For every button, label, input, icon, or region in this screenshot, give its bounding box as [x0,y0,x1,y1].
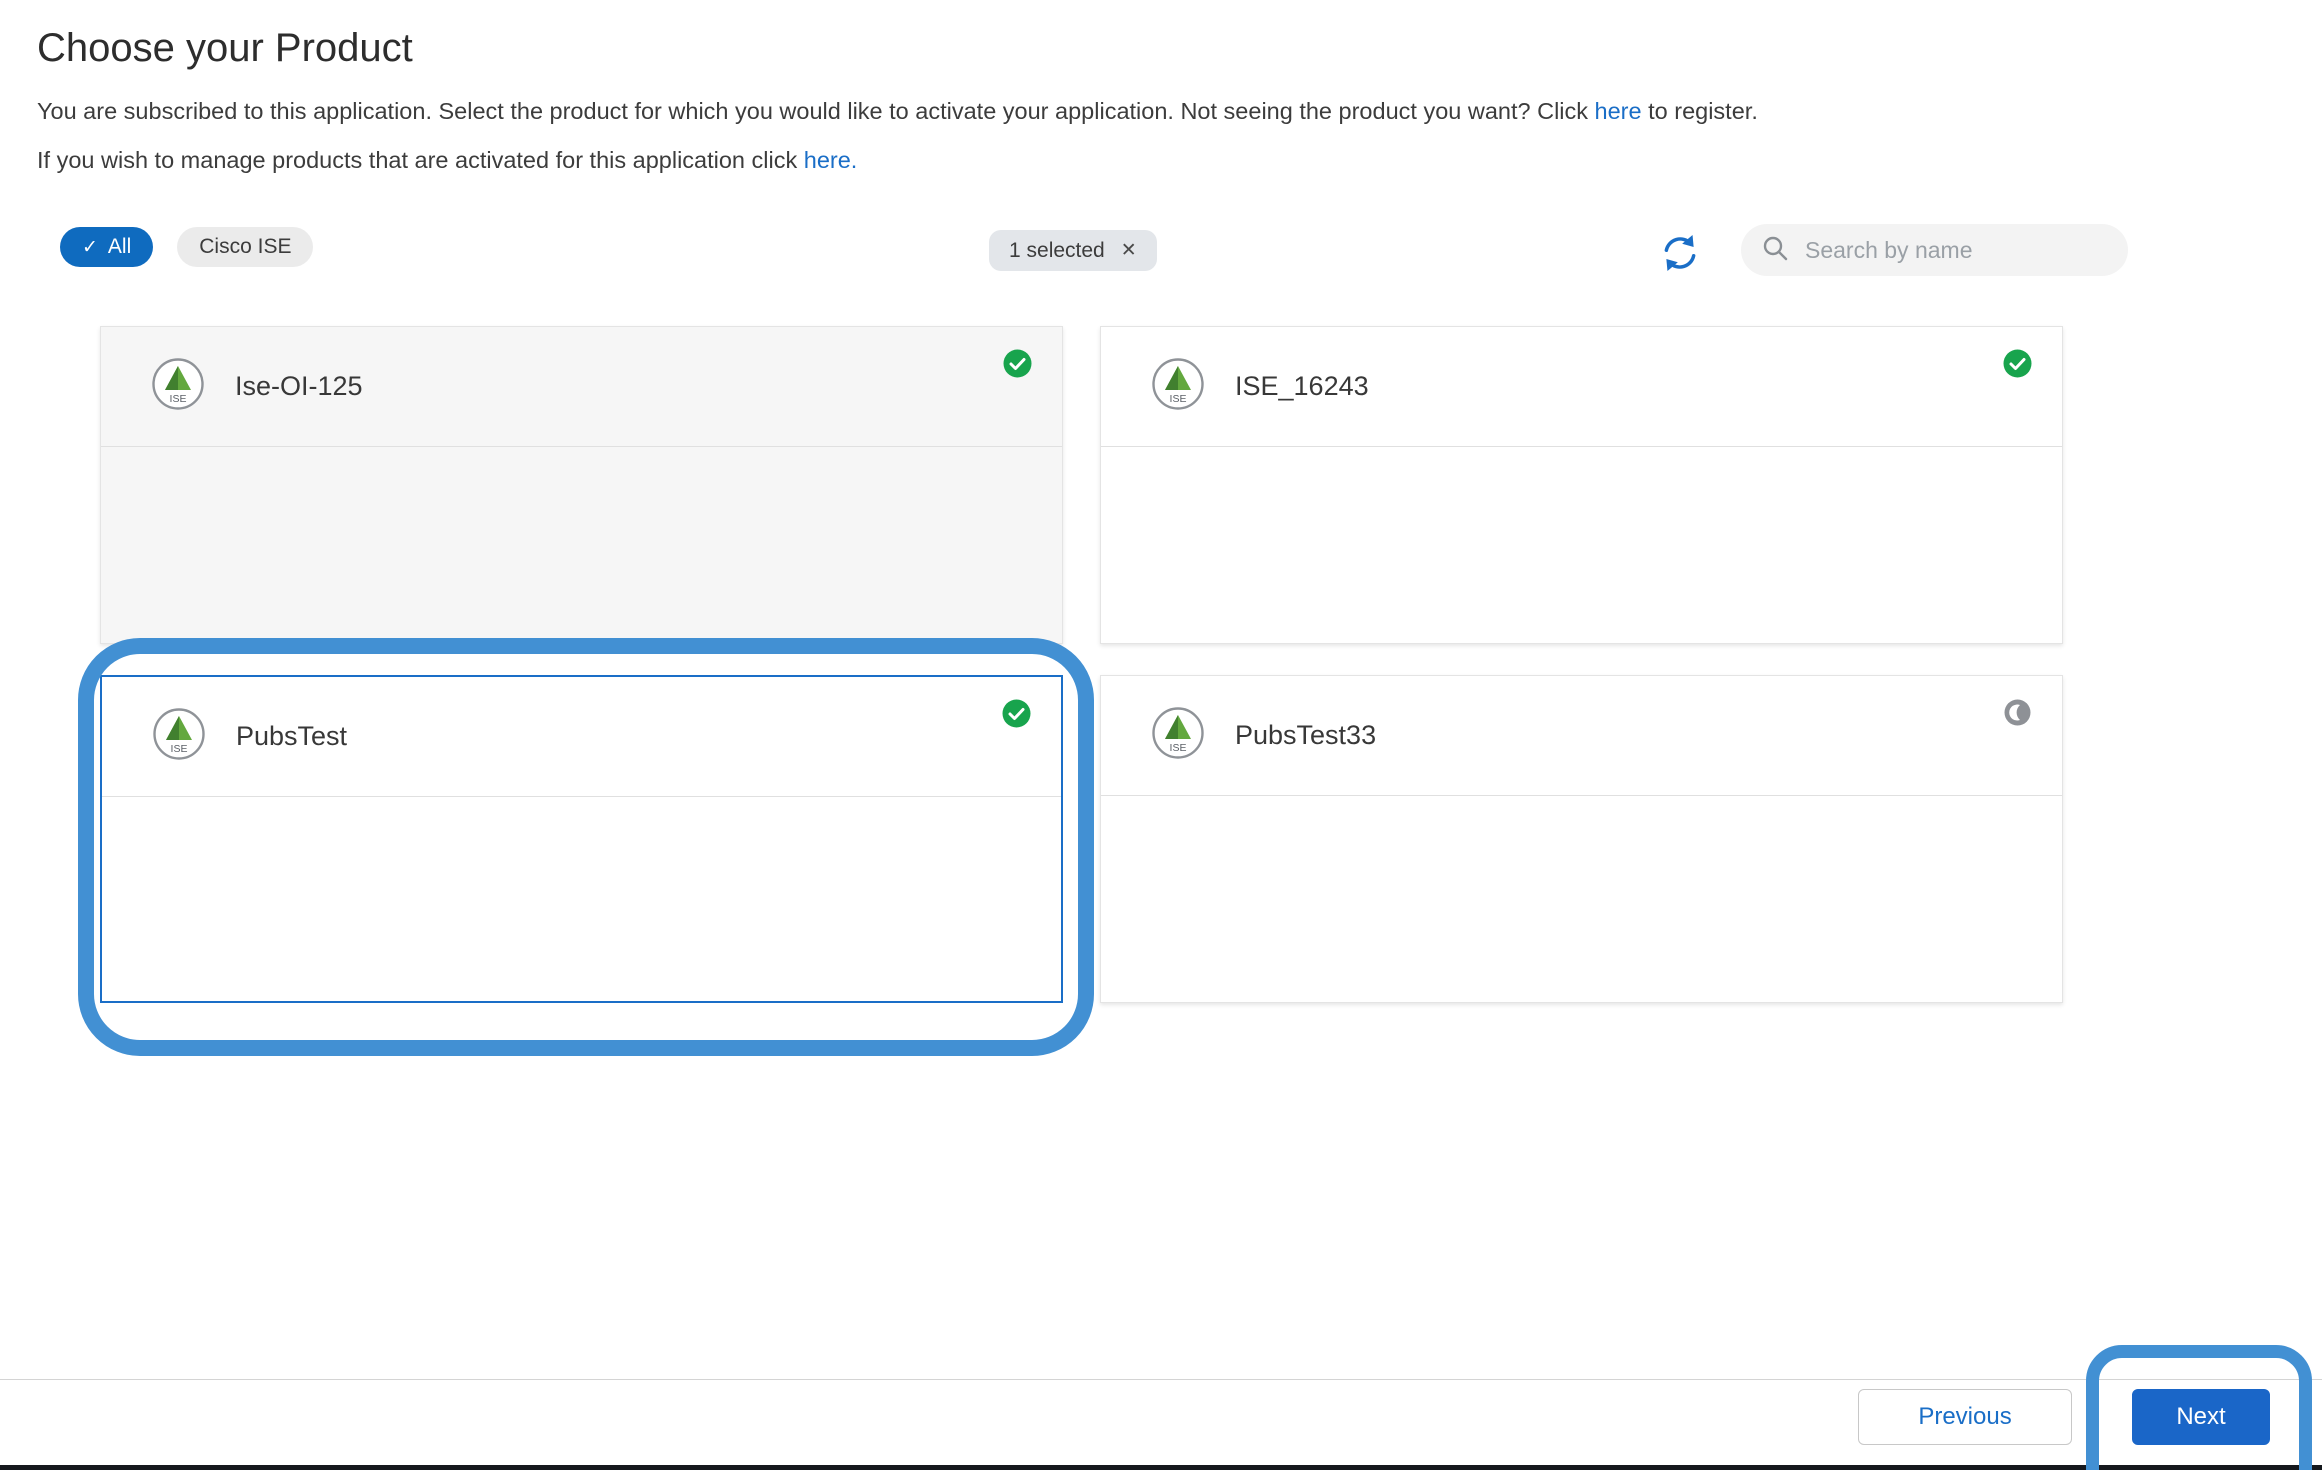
manage-products-link[interactable]: here. [803,147,858,173]
check-badge-icon [2003,349,2032,378]
selected-count-chip: 1 selected ✕ [989,230,1157,271]
product-name: ISE_16243 [1235,371,1369,401]
check-badge-icon [1003,349,1032,378]
refresh-icon [1656,235,1704,280]
page-title: Choose your Product [37,26,413,70]
card-header: ISE PubsTest33 [1101,676,2062,796]
filter-chip-cisco-ise[interactable]: Cisco ISE [177,227,314,267]
ise-logo-icon: ISE [1151,706,1205,765]
search-input[interactable] [1803,235,2118,265]
product-card-ise-oi-125[interactable]: ISE Ise-OI-125 [100,326,1063,644]
product-name: PubsTest33 [1235,720,1377,750]
check-badge-icon [1002,699,1031,728]
check-icon: ✓ [82,236,98,258]
ise-logo-icon: ISE [151,357,205,416]
svg-text:ISE: ISE [1170,393,1187,405]
product-card-pubstest33[interactable]: ISE PubsTest33 [1100,675,2063,1003]
card-header: ISE ISE_16243 [1101,327,2062,447]
next-button[interactable]: Next [2132,1389,2270,1445]
subscription-description: You are subscribed to this application. … [37,98,1758,125]
close-icon[interactable]: ✕ [1120,240,1137,261]
pending-badge-icon [2003,698,2032,727]
description-text: If you wish to manage products that are … [37,147,804,173]
ise-logo-icon: ISE [1151,357,1205,416]
filter-chip-all[interactable]: ✓ All [60,227,154,267]
svg-text:ISE: ISE [170,393,187,405]
window-bottom-edge [0,1465,2322,1470]
product-name: PubsTest [236,721,348,751]
refresh-button[interactable] [1656,229,1704,277]
ise-logo-icon: ISE [152,707,206,766]
svg-text:ISE: ISE [1170,742,1187,754]
card-header: ISE PubsTest [102,677,1061,797]
description-text-after: to register. [1641,98,1758,124]
svg-text:ISE: ISE [171,743,188,755]
filter-chip-all-label: All [107,235,132,258]
description-text: You are subscribed to this application. … [37,98,1595,124]
search-box [1741,224,2128,276]
manage-products-description: If you wish to manage products that are … [37,147,857,174]
previous-button[interactable]: Previous [1858,1389,2072,1445]
product-card-ise-16243[interactable]: ISE ISE_16243 [1100,326,2063,644]
card-header: ISE Ise-OI-125 [101,327,1062,447]
search-icon [1761,234,1789,267]
product-card-pubstest[interactable]: ISE PubsTest [100,675,1063,1003]
filter-chip-cisco-ise-label: Cisco ISE [199,235,292,258]
selected-count-label: 1 selected [1009,238,1105,262]
product-name: Ise-OI-125 [235,371,363,401]
filter-chips: ✓ All Cisco ISE [60,227,314,267]
register-link[interactable]: here [1594,98,1642,124]
footer-divider [0,1379,2322,1380]
